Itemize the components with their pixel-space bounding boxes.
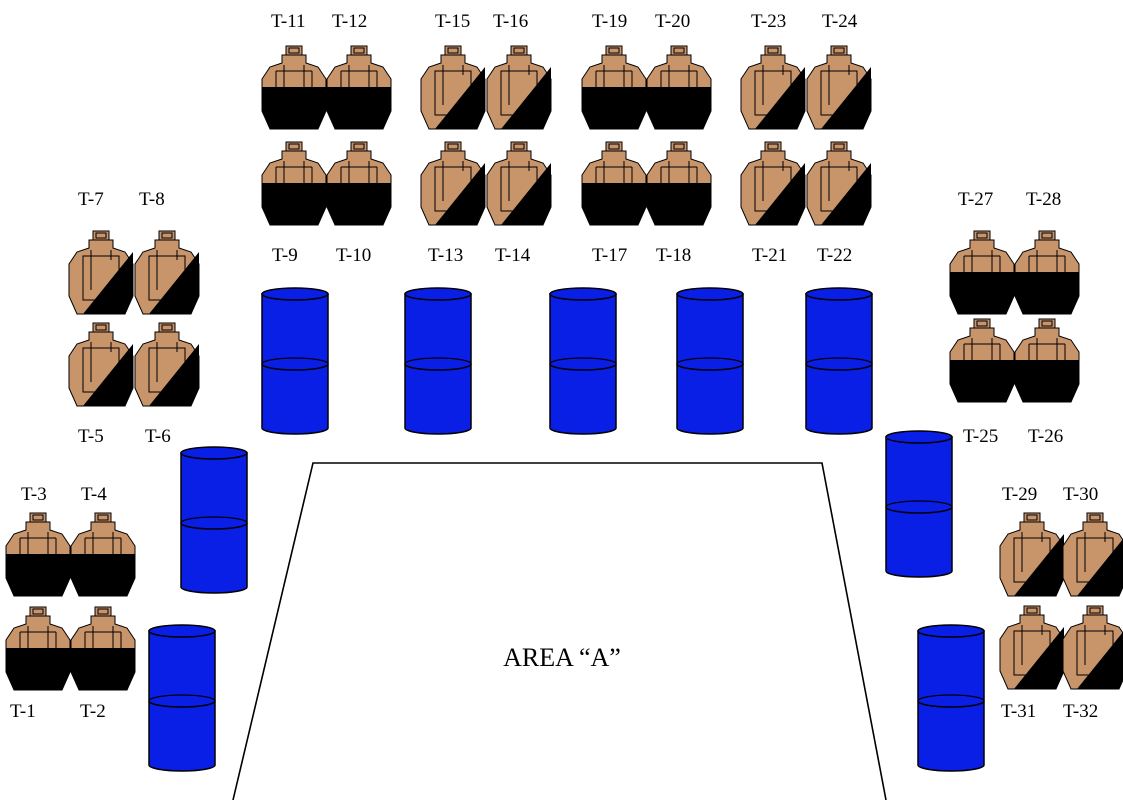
area-a-label: AREA “A” [503,643,621,672]
target-label-t9: T-9 [272,245,298,266]
silhouette-target-icon [68,322,134,407]
silhouette-target-icon [740,45,806,130]
silhouette-target-icon [949,318,1015,403]
target-label-t5: T-5 [78,426,104,447]
barrel-icon [917,624,985,772]
silhouette-target-icon [1014,318,1080,403]
silhouette-target-icon [326,141,392,226]
target-label-t29: T-29 [1002,484,1037,505]
silhouette-target-icon [999,605,1065,690]
barrel-icon [549,287,617,435]
silhouette-target-icon [740,141,806,226]
silhouette-target-icon [949,230,1015,315]
target-label-t27: T-27 [958,189,993,210]
target-label-t23: T-23 [751,11,786,32]
barrel-icon [261,287,329,435]
target-label-t1: T-1 [10,701,36,722]
silhouette-target-icon [806,141,872,226]
silhouette-target-icon [486,141,552,226]
silhouette-target-icon [486,45,552,130]
target-label-t22: T-22 [817,245,852,266]
silhouette-target-icon [1062,605,1123,690]
silhouette-target-icon [420,45,486,130]
silhouette-target-icon [1014,230,1080,315]
target-label-t28: T-28 [1026,189,1061,210]
silhouette-target-icon [68,230,134,315]
silhouette-target-icon [70,512,136,597]
barrel-icon [404,287,472,435]
silhouette-target-icon [261,45,327,130]
barrel-icon [885,430,953,578]
silhouette-target-icon [581,45,647,130]
barrel-icon [148,624,216,772]
silhouette-target-icon [646,45,712,130]
target-label-t16: T-16 [493,11,528,32]
barrel-icon [676,287,744,435]
target-label-t14: T-14 [495,245,531,266]
silhouette-target-icon [5,606,71,691]
silhouette-target-icon [581,141,647,226]
target-label-t3: T-3 [21,484,47,505]
target-label-t8: T-8 [139,189,165,210]
silhouette-target-icon [420,141,486,226]
silhouette-target-icon [134,322,200,407]
target-label-t26: T-26 [1028,426,1063,447]
target-label-t6: T-6 [145,426,171,447]
silhouette-target-icon [646,141,712,226]
barrel-icon [180,446,248,594]
target-label-t13: T-13 [428,245,463,266]
silhouette-target-icon [1062,512,1123,597]
target-label-t15: T-15 [435,11,470,32]
target-label-t10: T-10 [336,245,371,266]
target-label-t30: T-30 [1063,484,1098,505]
target-label-t19: T-19 [592,11,627,32]
silhouette-target-icon [5,512,71,597]
silhouette-target-icon [70,606,136,691]
target-label-t2: T-2 [80,701,106,722]
silhouette-target-icon [326,45,392,130]
target-label-t20: T-20 [655,11,690,32]
target-label-t11: T-11 [271,11,305,32]
target-label-t18: T-18 [656,245,691,266]
target-label-t24: T-24 [822,11,858,32]
silhouette-target-icon [806,45,872,130]
target-label-t12: T-12 [332,11,367,32]
target-label-t32: T-32 [1063,701,1098,722]
silhouette-target-icon [261,141,327,226]
target-label-t21: T-21 [752,245,787,266]
silhouette-target-icon [999,512,1065,597]
target-label-t17: T-17 [592,245,627,266]
silhouette-target-icon [134,230,200,315]
area-a-boundary [232,462,887,800]
target-label-t7: T-7 [78,189,104,210]
target-label-t4: T-4 [81,484,107,505]
target-label-t25: T-25 [963,426,998,447]
barrel-icon [805,287,873,435]
target-label-t31: T-31 [1001,701,1036,722]
